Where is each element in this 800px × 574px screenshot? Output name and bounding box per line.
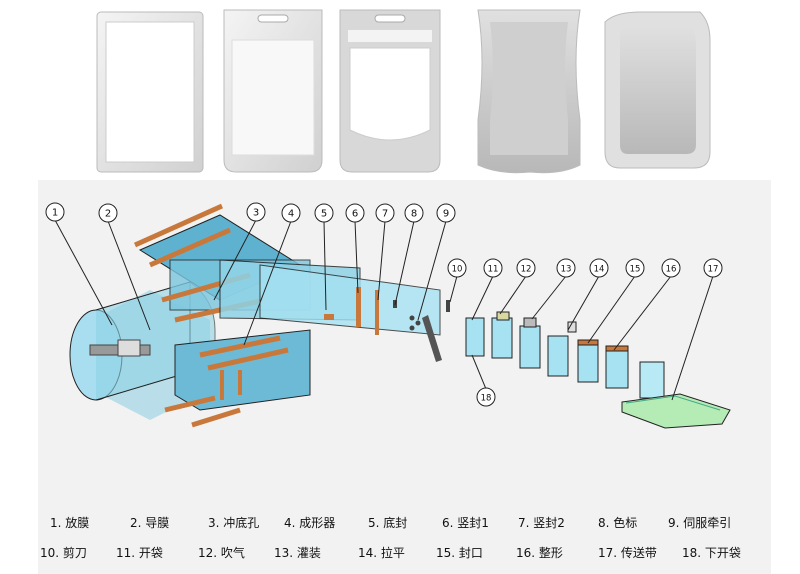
legend-item: 8. 色标 <box>598 516 638 530</box>
callout-number: 2 <box>105 209 111 220</box>
legend-item: 5. 底封 <box>368 516 408 530</box>
callout-circle <box>345 203 365 223</box>
callout-circle <box>98 203 118 223</box>
conveyor <box>621 393 731 429</box>
callout-circle <box>246 202 266 222</box>
legend-item: 6. 竖封1 <box>442 516 489 530</box>
callout-number: 18 <box>481 394 492 404</box>
legend-item: 13. 灌装 <box>274 546 321 560</box>
callout-circle <box>483 258 503 278</box>
callout-number: 13 <box>561 265 572 275</box>
bags-line <box>465 311 665 399</box>
callout-circle <box>476 387 496 407</box>
callout-circle <box>281 203 301 223</box>
callout-number: 4 <box>288 209 294 220</box>
callout-number: 17 <box>708 265 719 275</box>
callout-number: 10 <box>452 265 463 275</box>
legend-item: 1. 放膜 <box>50 516 90 530</box>
callout-number: 7 <box>382 209 388 220</box>
legend-item: 3. 冲底孔 <box>208 516 260 530</box>
callout-circle <box>404 203 424 223</box>
callout-circle <box>625 258 645 278</box>
callout-circle <box>45 202 65 222</box>
legend: 1. 放膜 2. 导膜 3. 冲底孔 4. 成形器 5. 底封 6. 竖封1 7… <box>38 500 771 574</box>
legend-item: 11. 开袋 <box>116 546 163 560</box>
callout-circle <box>447 258 467 278</box>
callout-number: 8 <box>411 209 417 220</box>
callout-circle <box>375 203 395 223</box>
callout-number: 9 <box>443 209 449 220</box>
callout-circle <box>516 258 536 278</box>
bag-flat-pouch <box>96 11 204 173</box>
bag-stand-up-hang-hole <box>223 9 323 173</box>
bag-shapes-svg <box>96 9 711 174</box>
callout-number: 15 <box>630 265 641 275</box>
callout-circle <box>661 258 681 278</box>
callout-number: 6 <box>352 209 358 220</box>
legend-item: 12. 吹气 <box>198 546 245 560</box>
legend-item: 9. 伺服牵引 <box>668 516 732 530</box>
legend-item: 18. 下开袋 <box>682 546 741 560</box>
legend-item: 2. 导膜 <box>130 516 170 530</box>
callout-circle <box>589 258 609 278</box>
callout-number: 1 <box>52 208 58 219</box>
callout-circle <box>436 203 456 223</box>
callout-circle <box>314 203 334 223</box>
callout-number: 16 <box>666 265 677 275</box>
bag-stand-up-window <box>339 9 441 173</box>
legend-item: 10. 剪刀 <box>40 546 87 560</box>
callout-circle <box>703 258 723 278</box>
legend-item: 7. 竖封2 <box>518 516 565 530</box>
leader-lines <box>54 219 714 401</box>
callout-number: 14 <box>594 265 605 275</box>
legend-item: 4. 成形器 <box>284 516 336 530</box>
bag-types-strip <box>0 0 800 180</box>
film-web <box>219 259 450 362</box>
legend-item: 16. 整形 <box>516 546 563 560</box>
callout-number: 3 <box>253 208 259 219</box>
legend-item: 17. 传送带 <box>598 546 657 560</box>
legend-item: 15. 封口 <box>436 546 483 560</box>
bag-rounded-corner <box>604 11 711 169</box>
bag-shaped-pouch <box>477 9 581 174</box>
callout-number: 12 <box>521 265 532 275</box>
legend-item: 14. 拉平 <box>358 546 405 560</box>
callout-number: 5 <box>321 209 327 220</box>
callout-number: 11 <box>488 265 499 275</box>
callout-circle <box>556 258 576 278</box>
